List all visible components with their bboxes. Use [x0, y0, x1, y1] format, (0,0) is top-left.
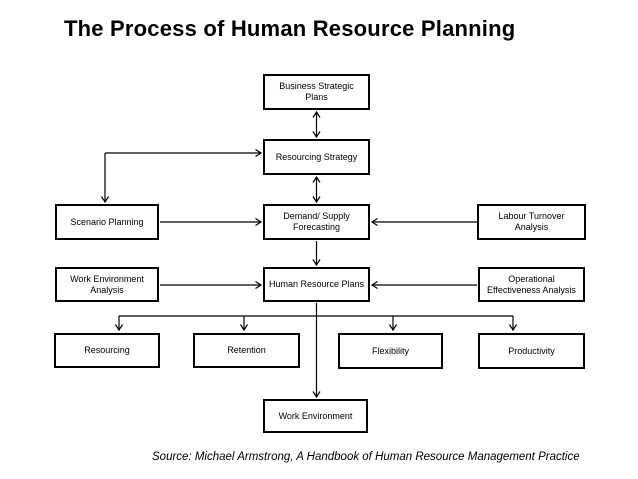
- box-human-resource-plans: Human Resource Plans: [263, 267, 370, 302]
- box-retention: Retention: [193, 333, 300, 368]
- box-work-environment-analysis: Work Environment Analysis: [55, 267, 159, 302]
- box-productivity: Productivity: [478, 333, 585, 369]
- box-work-environment: Work Environment: [263, 399, 368, 433]
- box-label: Demand/ Supply Forecasting: [283, 211, 350, 232]
- box-label: Flexibility: [371, 345, 409, 356]
- box-labour-turnover-analysis: Labour Turnover Analysis: [477, 204, 586, 240]
- box-label: Scenario Planning: [70, 216, 144, 227]
- box-demand-supply-forecasting: Demand/ Supply Forecasting: [263, 204, 370, 240]
- diagram-title: The Process of Human Resource Planning: [64, 16, 516, 41]
- box-label: Productivity: [508, 345, 555, 356]
- box-business-strategic-plans: Business Strategic Plans: [263, 74, 370, 110]
- box-label: Retention: [227, 345, 266, 355]
- box-label: Business Strategic Plans: [279, 81, 354, 102]
- box-label: Work Environment: [278, 410, 353, 421]
- box-label: Operational Effectiveness Analysis: [487, 273, 576, 295]
- box-label: Work Environment Analysis: [70, 273, 144, 295]
- box-resourcing-strategy: Resourcing Strategy: [263, 139, 370, 175]
- box-label: Resourcing Strategy: [275, 151, 358, 162]
- box-label: Human Resource Plans: [268, 279, 365, 289]
- box-operational-effectiveness-analysis: Operational Effectiveness Analysis: [478, 267, 585, 302]
- box-flexibility: Flexibility: [338, 333, 443, 369]
- box-scenario-planning: Scenario Planning: [55, 204, 159, 240]
- box-resourcing: Resourcing: [54, 333, 160, 368]
- box-label: Labour Turnover Analysis: [498, 211, 565, 232]
- source-note: Source: Michael Armstrong, A Handbook of…: [152, 451, 580, 463]
- box-label: Resourcing: [84, 345, 130, 355]
